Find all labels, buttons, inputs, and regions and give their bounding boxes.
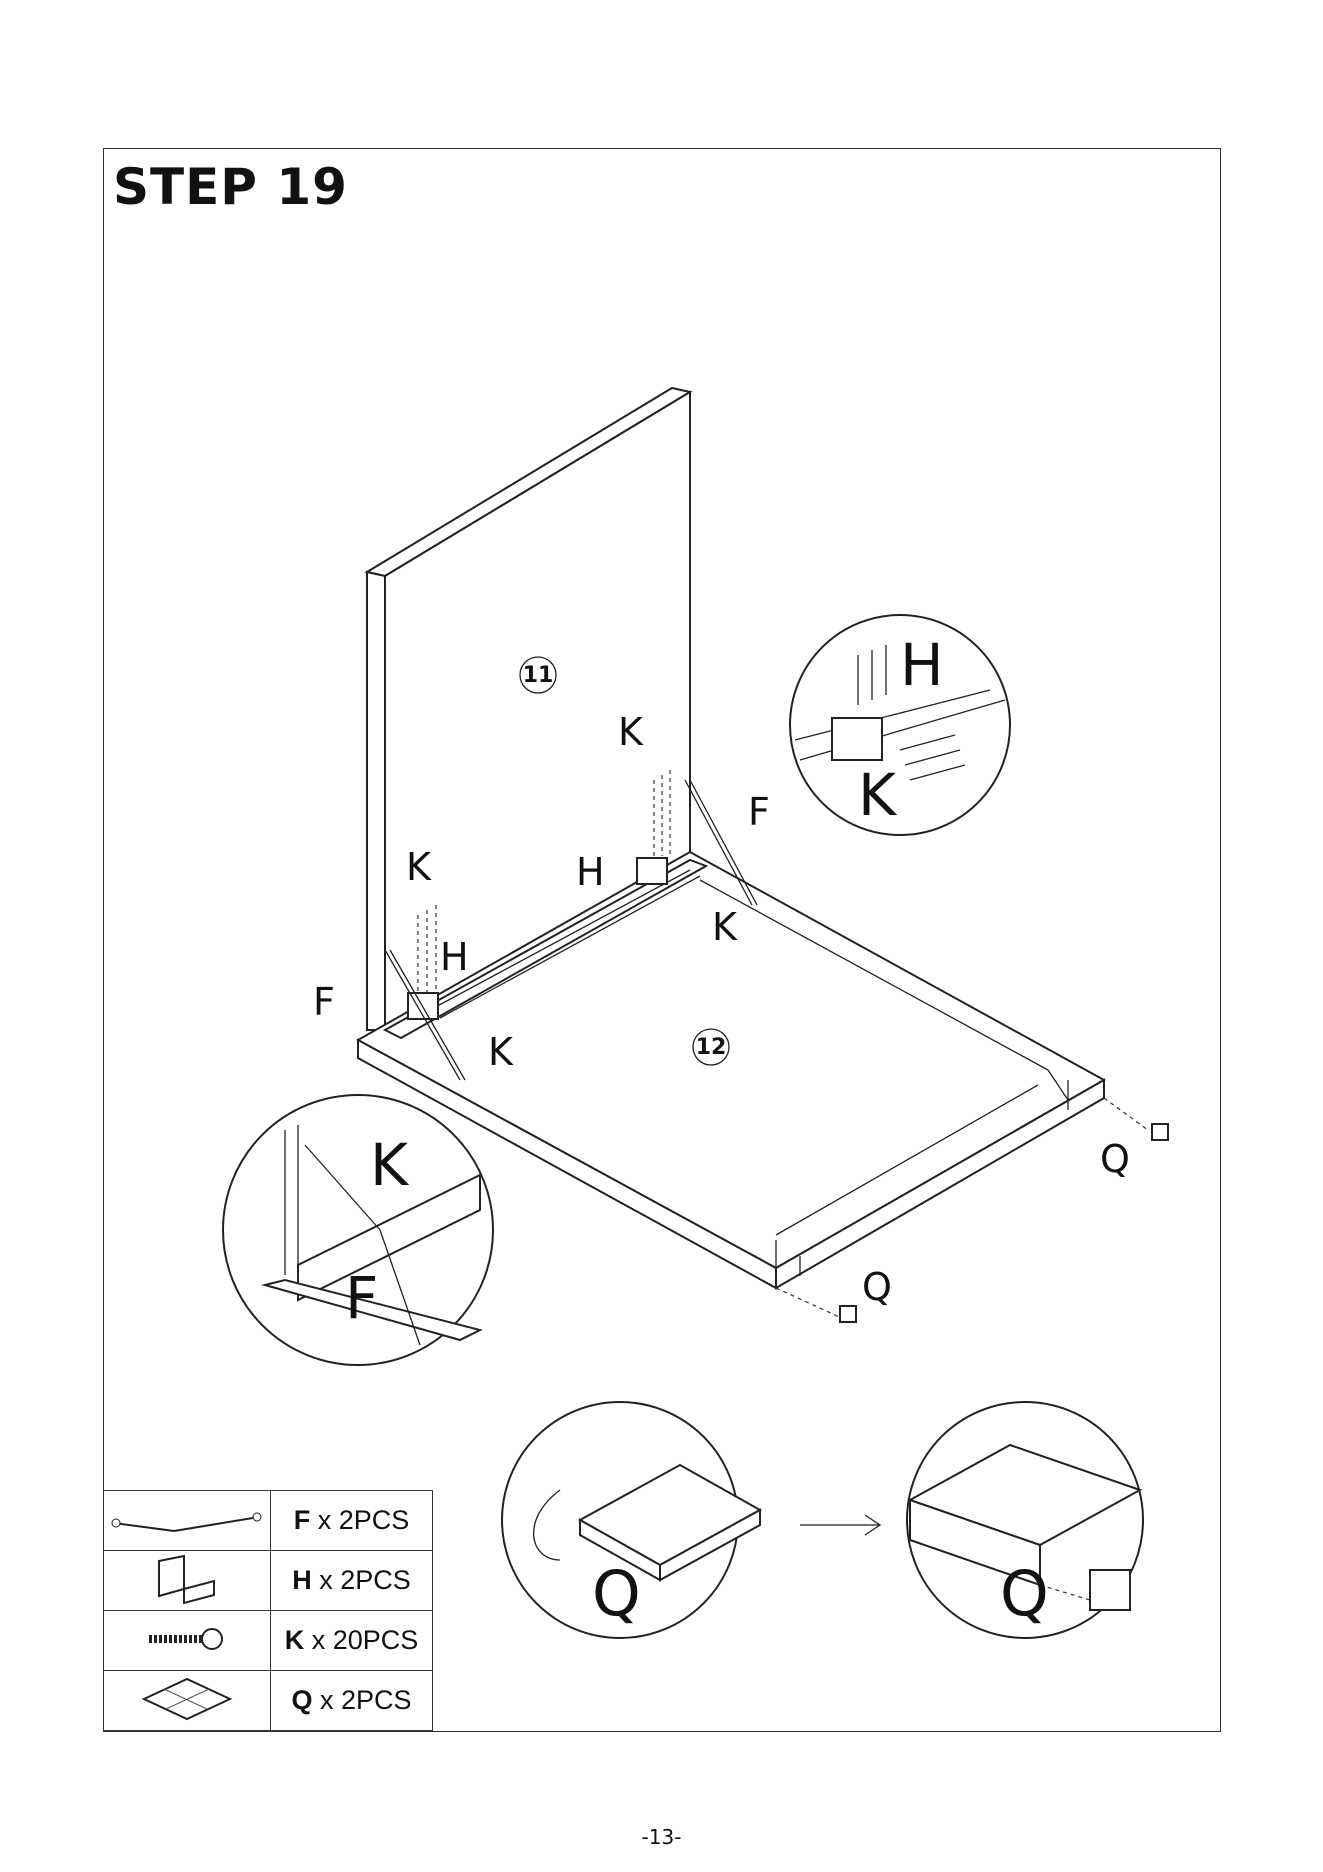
callout-k-top: K — [618, 710, 644, 754]
parts-row-f: F x 2PCS — [104, 1491, 433, 1551]
callout-h-mid: H — [576, 850, 605, 894]
parts-table: F x 2PCS H x 2PCS K x 20PCS Q x 2PCS — [103, 1490, 433, 1731]
hinge-bracket-icon — [104, 1551, 271, 1611]
parts-row-h: H x 2PCS — [104, 1551, 433, 1611]
callout-h-left: H — [440, 935, 469, 979]
page-number: -13- — [0, 1825, 1323, 1849]
parts-qty-k: K x 20PCS — [271, 1611, 433, 1671]
panel-11-number: 11 — [523, 663, 554, 688]
detail-pad-applied-q-label: Q — [1000, 1557, 1049, 1630]
detail-strut-f-label: F — [345, 1264, 378, 1332]
detail-hinge-k-label: K — [858, 761, 898, 829]
callout-k-mid: K — [712, 905, 738, 949]
felt-pad-icon — [104, 1671, 271, 1731]
callout-k-low: K — [488, 1030, 514, 1074]
detail-pad-applied-circle: Q — [907, 1402, 1143, 1638]
callout-q-bottom: Q — [862, 1265, 892, 1309]
screw-icon — [104, 1611, 271, 1671]
callout-f-right: F — [748, 790, 770, 834]
detail-strut-circle: K F — [223, 1095, 493, 1365]
detail-hinge-circle: H K — [790, 615, 1010, 835]
callout-f-left: F — [313, 980, 335, 1024]
detail-strut-k-label: K — [370, 1131, 410, 1199]
callout-q-right: Q — [1100, 1137, 1130, 1181]
detail-pad-peel-q-label: Q — [592, 1557, 641, 1630]
gas-strut-icon — [104, 1491, 271, 1551]
parts-qty-f: F x 2PCS — [271, 1491, 433, 1551]
detail-pad-peel-circle: Q — [502, 1402, 760, 1638]
parts-row-q: Q x 2PCS — [104, 1671, 433, 1731]
parts-qty-q: Q x 2PCS — [271, 1671, 433, 1731]
parts-qty-h: H x 2PCS — [271, 1551, 433, 1611]
panel-12-number: 12 — [696, 1035, 727, 1060]
callout-k-left: K — [406, 845, 432, 889]
detail-hinge-h-label: H — [900, 631, 944, 699]
parts-row-k: K x 20PCS — [104, 1611, 433, 1671]
